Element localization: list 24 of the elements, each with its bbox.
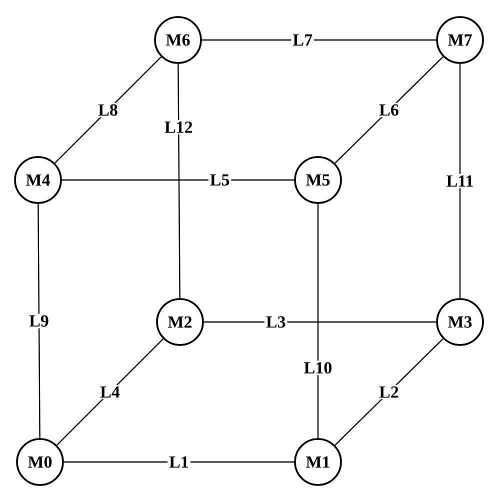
connector-line (204, 321, 436, 323)
edge-label: L1 (169, 456, 188, 468)
edge-label: L8 (98, 104, 118, 116)
connector-line (62, 179, 294, 181)
connector-line (334, 338, 444, 446)
connector-line (64, 461, 294, 463)
connector-line (317, 204, 319, 438)
edge-label: L5 (210, 174, 230, 186)
connector-line (54, 56, 162, 164)
connector-line (56, 338, 164, 446)
edge-label: L4 (100, 386, 120, 398)
edge-label: L2 (379, 386, 398, 398)
edge-label: L7 (292, 34, 312, 46)
connector-line (38, 204, 40, 438)
edge-label: L6 (379, 104, 398, 116)
edge-label: L9 (29, 315, 48, 327)
connector-line (334, 56, 444, 164)
connector-line (202, 39, 436, 41)
connector-line (178, 64, 180, 298)
edge-label: L3 (266, 316, 286, 328)
edge-label: L10 (304, 362, 332, 374)
edge-label: L12 (164, 122, 192, 133)
connector-line (459, 64, 461, 298)
edge-label: L11 (446, 175, 473, 187)
